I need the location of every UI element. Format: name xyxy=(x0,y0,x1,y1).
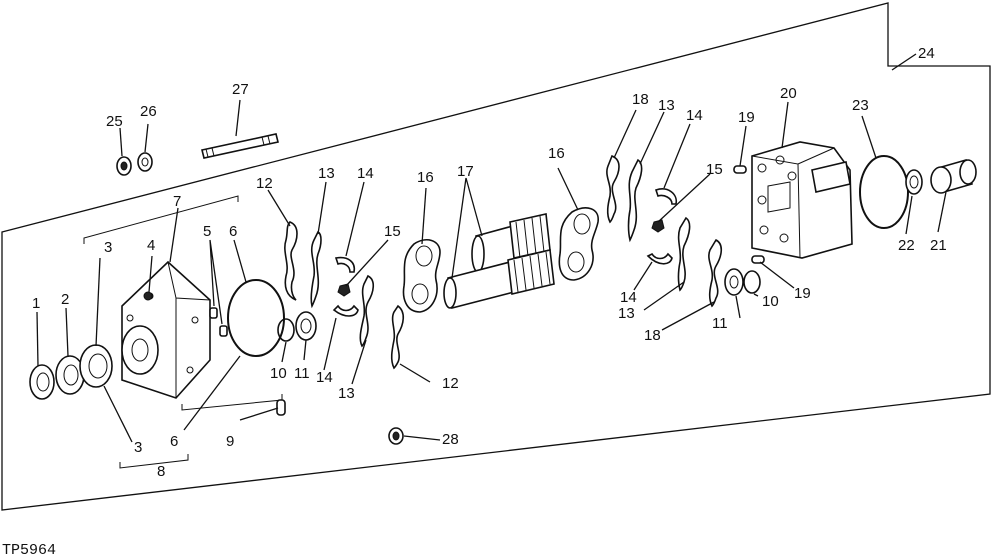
callout-23: 23 xyxy=(852,97,869,114)
seal-ring-part-10-left xyxy=(277,318,295,342)
callout-1: 1 xyxy=(32,295,40,312)
callout-7: 7 xyxy=(173,193,181,210)
seal-part-11-right xyxy=(724,268,744,296)
callout-6-lower: 6 xyxy=(170,433,178,450)
callout-18-upper: 18 xyxy=(632,91,649,108)
dowel-part-9 xyxy=(276,399,286,416)
gasket-part-13-right-lower xyxy=(677,216,691,292)
callout-15-right: 15 xyxy=(706,161,723,178)
ring-part-22 xyxy=(905,169,923,195)
callout-28: 28 xyxy=(442,431,459,448)
parts-panel-outline xyxy=(1,2,991,511)
front-housing-part-7 xyxy=(121,260,211,399)
seal-part-15-left xyxy=(337,283,351,297)
callout-13-lower-right: 13 xyxy=(618,305,635,322)
callout-24: 24 xyxy=(918,45,935,62)
o-ring-part-23 xyxy=(859,155,909,229)
wear-plate-part-12-lower xyxy=(390,304,405,370)
seal-part-11-left xyxy=(295,311,317,341)
callout-4: 4 xyxy=(147,237,155,254)
dowel-part-19-lower xyxy=(751,255,765,264)
callout-10-right: 10 xyxy=(762,293,779,310)
callout-labels: 1 2 3 3 4 5 6 6 7 8 9 10 11 12 12 13 13 … xyxy=(32,45,947,480)
callout-13-upper-right: 13 xyxy=(658,97,675,114)
bearing-block-part-16-right xyxy=(558,207,599,281)
figure-code: TP5964 xyxy=(2,542,56,558)
washer-part-26 xyxy=(137,152,153,172)
callout-22: 22 xyxy=(898,237,915,254)
gasket-part-13-right-upper xyxy=(627,158,643,243)
callout-14-lower-right: 14 xyxy=(620,289,637,306)
callout-25: 25 xyxy=(106,113,123,130)
callout-11-left: 11 xyxy=(294,365,310,382)
callout-16-right: 16 xyxy=(548,145,565,162)
callout-14-upper-left: 14 xyxy=(357,165,374,182)
gear-shafts-part-17 xyxy=(443,213,555,310)
bracket-bottom-9 xyxy=(181,394,283,411)
bracket-top xyxy=(83,195,239,244)
callout-19-lower: 19 xyxy=(794,285,811,302)
seal-segment-part-14-upper-right xyxy=(654,188,678,205)
callout-18-lower: 18 xyxy=(644,327,661,344)
callout-6-upper: 6 xyxy=(229,223,237,240)
gasket-part-13-left xyxy=(310,230,322,309)
callout-27: 27 xyxy=(232,81,249,98)
wear-plate-part-18-upper xyxy=(606,154,620,224)
callout-13-upper-left: 13 xyxy=(318,165,335,182)
callout-10-left: 10 xyxy=(270,365,287,382)
callout-19-upper: 19 xyxy=(738,109,755,126)
callout-12-upper: 12 xyxy=(256,175,273,192)
callout-5: 5 xyxy=(203,223,211,240)
callout-8: 8 xyxy=(157,463,165,480)
callout-20: 20 xyxy=(780,85,797,102)
nut-part-28 xyxy=(388,427,404,445)
seal-ring-part-10-right xyxy=(743,270,761,294)
callout-15-left: 15 xyxy=(384,223,401,240)
plug-part-4 xyxy=(143,291,153,301)
wear-plate-part-12-left xyxy=(284,221,298,301)
seal-segment-part-14-lower-right xyxy=(646,252,673,265)
callout-21: 21 xyxy=(930,237,947,254)
stud-part-27 xyxy=(201,133,279,159)
callout-14-upper-right: 14 xyxy=(686,107,703,124)
callout-13-lower-left: 13 xyxy=(338,385,355,402)
callout-11-right: 11 xyxy=(712,315,728,332)
bearing-part-3 xyxy=(79,344,113,388)
callout-16-left: 16 xyxy=(417,169,434,186)
seal-part-1 xyxy=(29,364,55,400)
leader-lines xyxy=(36,53,947,443)
callout-2: 2 xyxy=(61,291,69,308)
gasket-part-13-lower-left xyxy=(359,274,375,348)
bearing-block-part-16-left xyxy=(402,239,441,313)
rear-housing-part-20 xyxy=(751,141,853,259)
callout-26: 26 xyxy=(140,103,157,120)
dowel-part-5 xyxy=(209,307,228,337)
callout-3-lower: 3 xyxy=(134,439,142,456)
callout-9: 9 xyxy=(226,433,234,450)
nut-part-25 xyxy=(116,156,132,176)
callout-17: 17 xyxy=(457,163,474,180)
bracket-bottom-8 xyxy=(119,454,189,469)
callout-14-lower-left: 14 xyxy=(316,369,333,386)
wear-plate-part-18-lower xyxy=(708,238,723,308)
dowel-part-19-upper xyxy=(733,165,747,174)
callout-12-lower: 12 xyxy=(442,375,459,392)
seal-segment-part-14-upper-left xyxy=(334,256,356,273)
bushing-part-21 xyxy=(930,159,977,194)
o-ring-part-6 xyxy=(227,279,285,357)
seal-segment-part-14-lower-left xyxy=(332,304,359,317)
callout-3-upper: 3 xyxy=(104,239,112,256)
